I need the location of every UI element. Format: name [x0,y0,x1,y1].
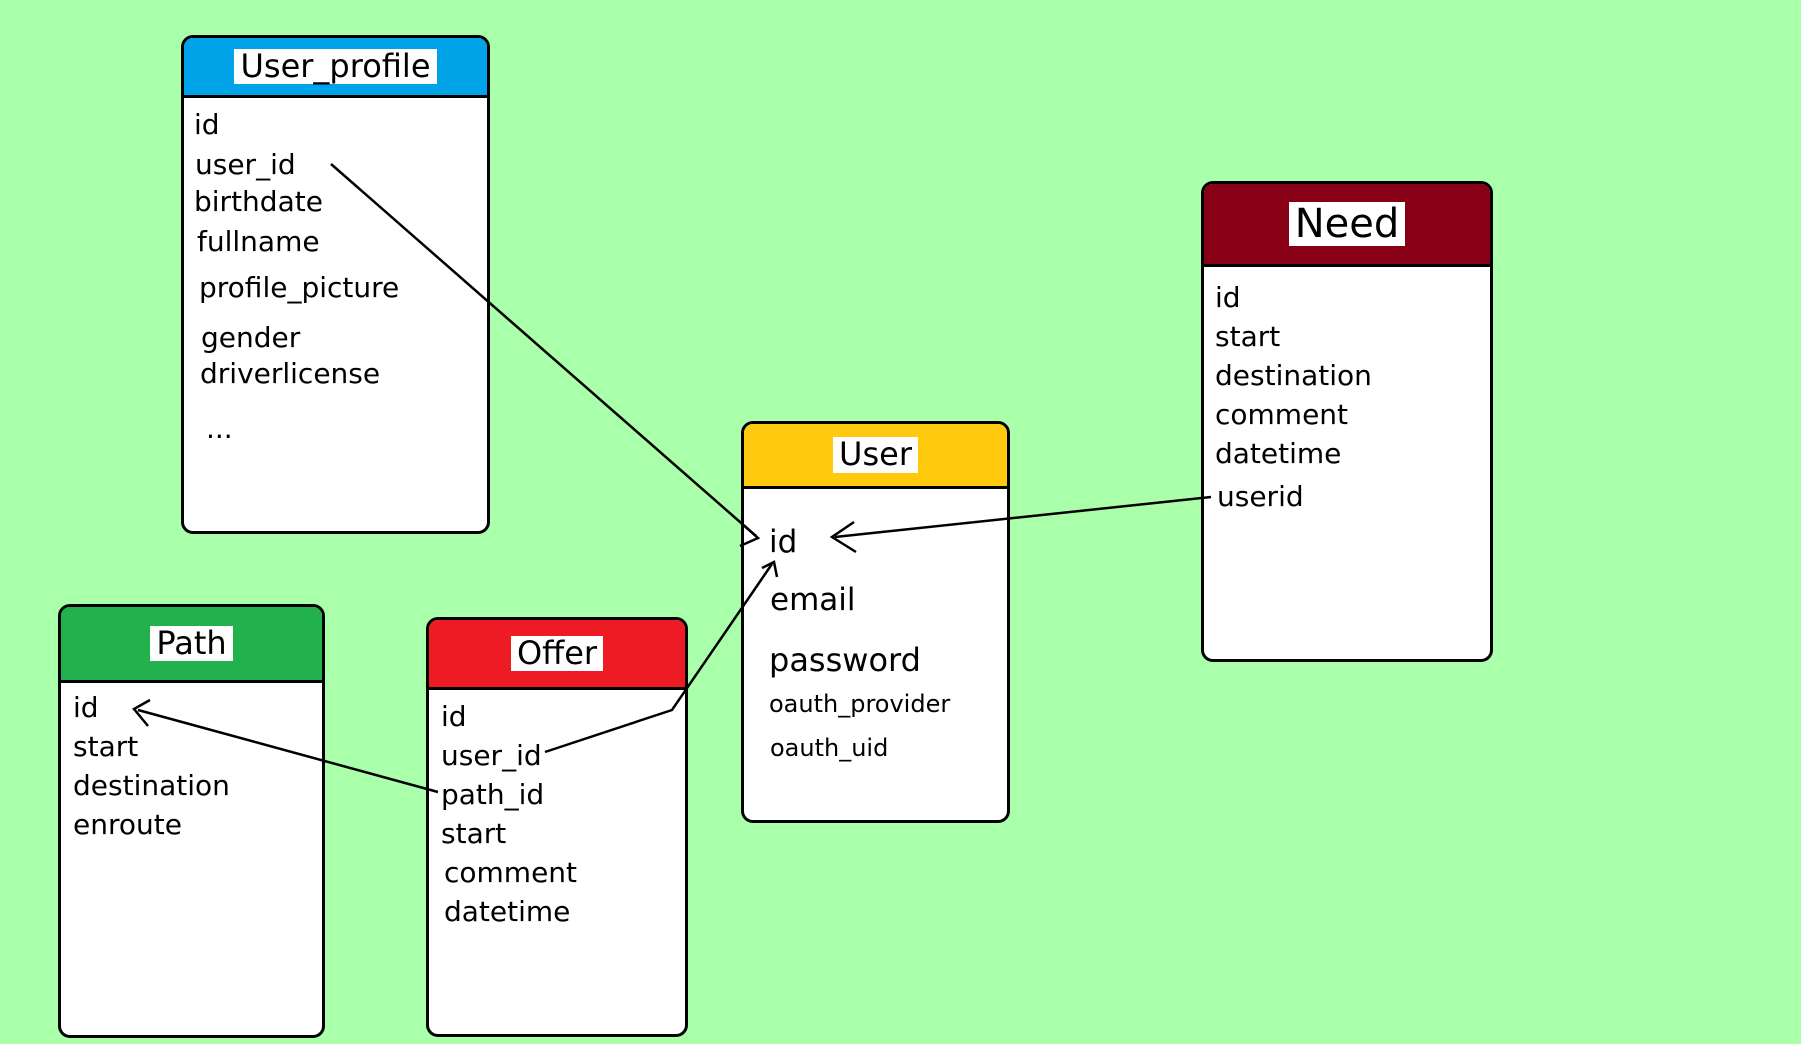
need-field: comment [1215,398,1349,431]
need-field: id [1215,281,1241,314]
user-profile-field: user_id [195,148,296,181]
user-entity: User id email password oauth_provider oa… [741,421,1010,823]
user-profile-header: User_profile [184,38,487,98]
user-profile-field: gender [201,321,301,354]
offer-entity: Offer id user_id path_id start comment d… [426,617,688,1037]
user-profile-title: User_profile [234,48,437,85]
offer-field: datetime [444,895,571,928]
need-field: start [1215,320,1281,353]
user-profile-field: id [194,108,220,141]
need-field: userid [1217,480,1304,513]
user-fields: id email password oauth_provider oauth_u… [744,424,1007,820]
path-field: id [73,691,99,724]
path-field: destination [73,769,230,802]
path-field: start [73,730,139,763]
need-fields: id start destination comment datetime us… [1204,184,1490,659]
path-header: Path [61,607,322,683]
user-field: oauth_provider [769,690,951,718]
offer-field: id [441,700,467,733]
user-title: User [833,437,918,473]
path-title: Path [150,625,233,662]
need-field: destination [1215,359,1372,392]
need-title: Need [1288,202,1406,246]
user-profile-field: driverlicense [200,357,381,390]
need-header: Need [1204,184,1490,267]
offer-field: comment [444,856,578,889]
user-field: id [769,524,798,560]
offer-field: start [441,817,507,850]
user-field: password [769,641,921,679]
path-entity: Path id start destination enroute [58,604,325,1038]
user-profile-entity: User_profile id user_id birthdate fullna… [181,35,490,534]
user-profile-field: fullname [197,225,320,258]
offer-field: user_id [441,739,542,772]
offer-fields: id user_id path_id start comment datetim… [429,620,685,1034]
user-field: email [770,582,856,618]
offer-field: path_id [441,778,545,811]
user-profile-fields: id user_id birthdate fullname profile_pi… [184,38,487,531]
user-profile-field: birthdate [194,185,323,218]
user-header: User [744,424,1007,489]
need-field: datetime [1215,437,1342,470]
path-field: enroute [73,808,182,841]
user-profile-field: ... [206,412,233,445]
user-profile-field: profile_picture [199,271,400,304]
need-entity: Need id start destination comment dateti… [1201,181,1493,662]
path-fields: id start destination enroute [61,607,322,1035]
user-field: oauth_uid [770,734,889,762]
